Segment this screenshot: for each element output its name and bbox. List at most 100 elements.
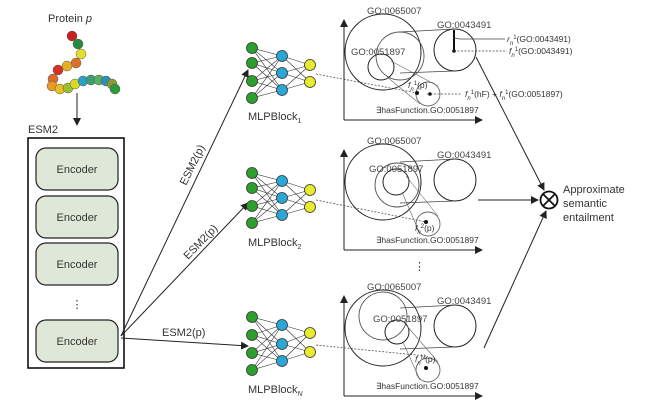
hidden-node [276,175,288,187]
residue [109,83,121,95]
point-label: fn1(p) [408,80,428,93]
hidden-node [276,67,288,79]
hidden-node [276,319,288,331]
go-small-region [382,168,410,196]
tangent-line [386,76,421,105]
encoder-label: Encoder [57,164,98,176]
mlp-block-n-label: MLPBlockN [248,384,304,398]
sum-label: fn1(hF) + fn1(GO:0051897) [465,89,563,102]
tangent-line [399,346,456,350]
esm-to-blockN-arrow [120,337,249,350]
go-right-region [433,158,477,202]
tangent-line [399,28,456,33]
edge-label-3: ESM2(p) [162,327,205,339]
tangent-line [390,60,439,87]
protein-label: Protein p [48,13,92,25]
block2-to-point [315,199,427,223]
input-node [246,364,258,376]
input-node [246,347,258,359]
mlp-edge [251,316,283,345]
output-node [304,327,316,339]
go-inner-region [374,162,420,208]
edge-label-1: ESM2(p) [178,143,208,187]
residue [66,30,78,42]
go-outer-region [344,13,422,91]
entailment-label-line3: entailment [563,212,614,224]
embedding-point [415,91,419,95]
go-inner-label: GO:0051897 [351,47,405,58]
go-outer-label: GO:0065007 [367,6,421,17]
hidden-node [276,84,288,96]
entailment-label-line2: semantic [563,198,608,210]
mlp-block-2-label: MLPBlock2 [248,237,302,251]
go-outer-label: GO:0065007 [367,282,421,293]
residue [52,64,64,76]
mlp-block-1-label: MLPBlock1 [248,111,302,125]
input-node [246,200,258,212]
mlp-edge [251,343,283,371]
hidden-node [276,192,288,204]
protein-chain-icon [46,30,121,95]
mlp-edge [281,189,311,216]
mlp-edge [251,180,283,207]
hidden-node [276,355,288,367]
radius-label: rn1(GO:0043491) [507,34,571,47]
go-small-region [367,53,395,81]
input-node [246,75,258,87]
center-label: fn1(GO:0043491) [509,46,573,59]
sum-point [428,92,432,96]
output-node [304,59,316,71]
mlp-edge [251,324,283,354]
go-right-label: GO:0043491 [437,296,491,307]
embedding-point [424,366,428,370]
mlp-edge [251,55,283,99]
esm-to-block2-arrow [120,202,249,337]
encoder-2: Encoder [35,195,119,239]
residue [75,48,87,60]
output-node [304,184,316,196]
tangent-line [399,70,456,74]
go-right-label: GO:0043491 [437,150,491,161]
otimes-icon [539,190,559,210]
entailment-label-line1: Approximate [563,184,625,196]
go-outer-region [344,143,422,221]
tangent-line [399,304,456,309]
encoder-label: Encoder [57,212,98,224]
exists-region [415,357,441,383]
input-node [246,311,258,323]
go-inner-label: GO:0051897 [369,164,423,175]
encoder-ellipsis: ⋮ [72,299,83,311]
radius-leader [453,37,505,40]
point-label: fnN(p) [415,354,436,367]
point-label: fn2(p) [415,223,435,236]
mlp-block-n [246,311,316,376]
mlp-edge [251,72,283,99]
encoder-label: Encoder [57,259,98,271]
edge-label-2: ESM2(p) [182,223,221,263]
mlp-edge [251,180,283,224]
encoder-1: Encoder [35,147,119,191]
embedding-panel-2: GO:0065007GO:0043491GO:0051897∃hasFuncti… [340,136,491,254]
block1-to-point [315,73,418,94]
hidden-node [276,209,288,221]
go-small-region [384,319,410,345]
mlp-edge [251,172,283,216]
exists-label: ∃hasFunction.GO:0051897 [376,235,479,245]
tangent-line [399,158,456,163]
encoder-4: Encoder [35,319,119,363]
blockN-to-point [315,344,427,357]
embedding-point [424,220,428,224]
exists-label: ∃hasFunction.GO:0051897 [376,381,479,391]
mlp-edge [251,172,283,199]
embedding-panel-1: GO:0065007GO:0043491GO:0051897∃hasFuncti… [340,6,491,124]
esm2-title: ESM2 [28,124,58,136]
hidden-node [276,338,288,350]
residue [61,60,73,72]
input-node [246,92,258,104]
go-right-region [433,304,477,348]
input-node [246,329,258,341]
go-inner-label: GO:0051897 [373,314,427,325]
